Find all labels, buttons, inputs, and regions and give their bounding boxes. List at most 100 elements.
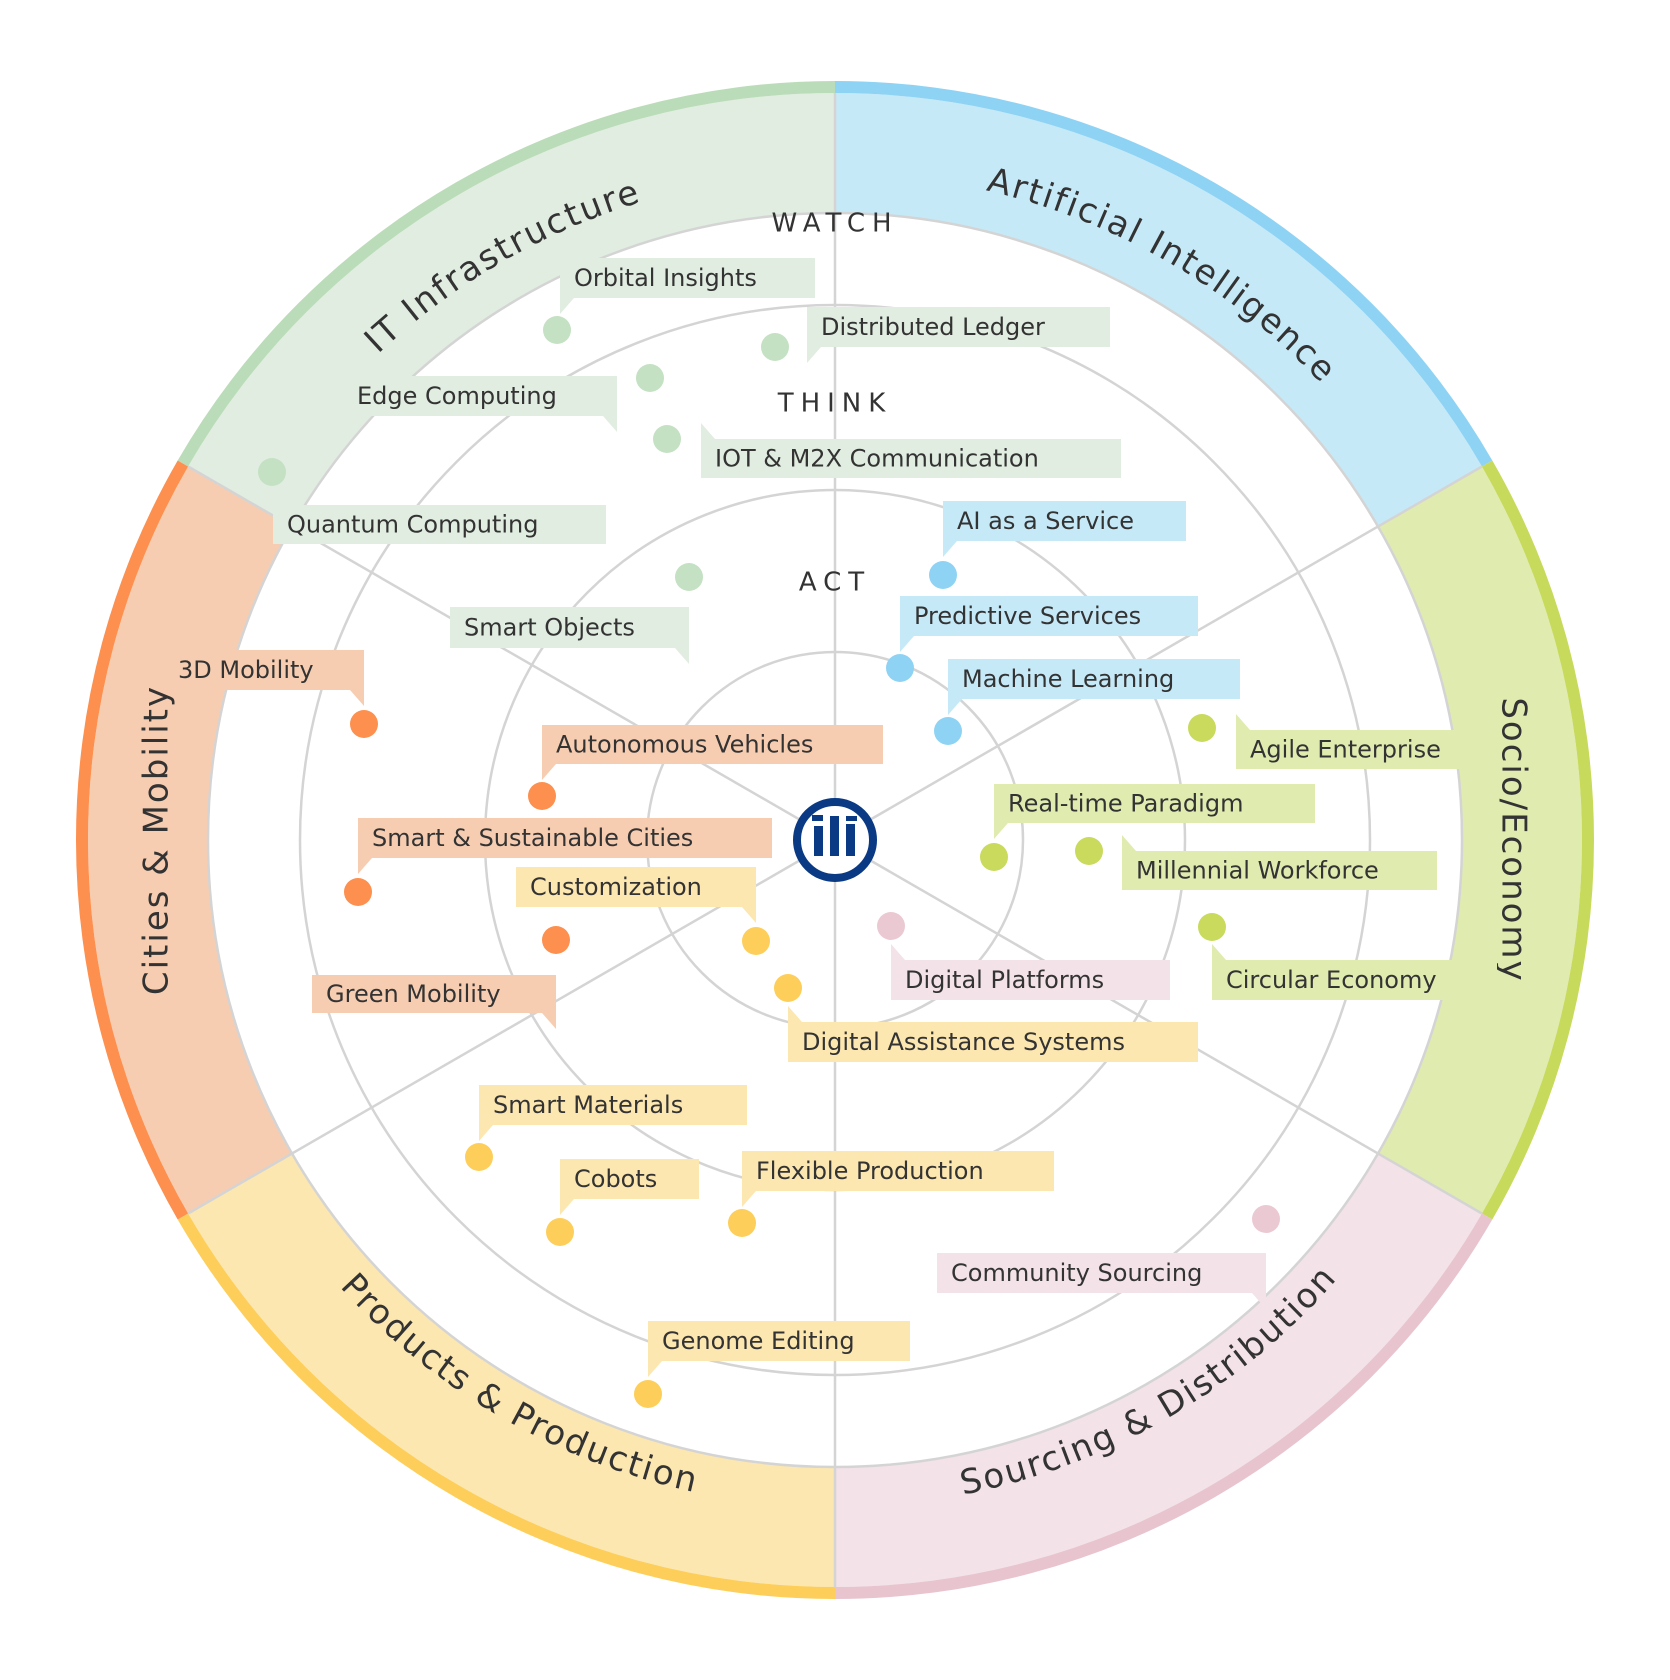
item-label: Digital Assistance Systems bbox=[802, 1028, 1125, 1056]
item-dot[interactable] bbox=[542, 926, 570, 954]
item-tag-pointer bbox=[479, 1125, 493, 1141]
item-dot[interactable] bbox=[1198, 913, 1226, 941]
item-dot[interactable] bbox=[350, 710, 378, 738]
item-label: Community Sourcing bbox=[951, 1259, 1202, 1287]
radar-item[interactable]: Genome Editing bbox=[634, 1321, 910, 1408]
item-tag bbox=[560, 1159, 699, 1199]
item-tag bbox=[900, 596, 1198, 636]
item-label: Autonomous Vehicles bbox=[556, 731, 813, 759]
sector-bands bbox=[75, 81, 1594, 1600]
radar-item[interactable]: Cobots bbox=[546, 1159, 699, 1246]
item-tag-pointer bbox=[948, 699, 962, 715]
item-dot[interactable] bbox=[1075, 837, 1103, 865]
item-tag-pointer bbox=[542, 764, 556, 780]
item-label: Smart Materials bbox=[493, 1091, 683, 1119]
item-dot[interactable] bbox=[543, 316, 571, 344]
item-label: Quantum Computing bbox=[287, 511, 538, 539]
item-dot[interactable] bbox=[465, 1143, 493, 1171]
item-tag-pointer bbox=[807, 347, 821, 363]
item-dot[interactable] bbox=[653, 425, 681, 453]
item-dot[interactable] bbox=[728, 1209, 756, 1237]
radar-item[interactable]: Orbital Insights bbox=[543, 258, 815, 344]
item-label: Genome Editing bbox=[662, 1327, 855, 1355]
sector-band-ai bbox=[835, 93, 1482, 527]
item-tag bbox=[450, 607, 689, 648]
item-tag-pointer bbox=[742, 1191, 756, 1207]
item-label: Distributed Ledger bbox=[821, 313, 1045, 341]
item-dot[interactable] bbox=[877, 912, 905, 940]
item-dot[interactable] bbox=[929, 561, 957, 589]
radar-item[interactable]: Distributed Ledger bbox=[761, 307, 1110, 363]
item-dot[interactable] bbox=[636, 364, 664, 392]
item-tag bbox=[479, 1085, 747, 1125]
item-tag bbox=[1122, 851, 1437, 890]
ring-label-act: ACT bbox=[799, 568, 871, 598]
item-dot[interactable] bbox=[258, 458, 286, 486]
radar-item[interactable]: Predictive Services bbox=[886, 596, 1198, 682]
radar-item[interactable]: Circular Economy bbox=[1198, 913, 1497, 1000]
item-dot[interactable] bbox=[934, 717, 962, 745]
item-tag-pointer bbox=[560, 298, 574, 314]
item-dot[interactable] bbox=[980, 843, 1008, 871]
radar-item[interactable]: Community Sourcing bbox=[937, 1205, 1280, 1309]
item-dot[interactable] bbox=[675, 563, 703, 591]
item-dot[interactable] bbox=[528, 782, 556, 810]
radar-item[interactable]: IOT & M2X Communication bbox=[653, 423, 1121, 478]
item-label: IOT & M2X Communication bbox=[715, 445, 1039, 473]
item-tag bbox=[1212, 960, 1497, 1000]
item-tag-pointer bbox=[358, 858, 372, 874]
item-dot[interactable] bbox=[886, 654, 914, 682]
item-tag-pointer bbox=[900, 636, 914, 652]
item-label: Predictive Services bbox=[914, 602, 1141, 630]
radar-item[interactable]: Flexible Production bbox=[728, 1151, 1054, 1237]
radar-item[interactable]: Edge Computing bbox=[343, 364, 664, 432]
item-dot[interactable] bbox=[546, 1218, 574, 1246]
radar-item[interactable]: 3D Mobility bbox=[164, 650, 378, 738]
item-tag-pointer bbox=[943, 541, 957, 557]
radar-item[interactable]: Green Mobility bbox=[312, 926, 570, 1029]
radar-item[interactable]: Autonomous Vehicles bbox=[528, 725, 883, 810]
radar-item[interactable]: Digital Platforms bbox=[877, 912, 1170, 1000]
radar-item[interactable]: Real-time Paradigm bbox=[980, 784, 1315, 871]
item-tag-pointer bbox=[994, 823, 1008, 839]
item-tag bbox=[948, 659, 1240, 699]
ring-label-think: THINK bbox=[777, 389, 893, 419]
sector-rim-cities bbox=[75, 460, 189, 1220]
item-dot[interactable] bbox=[1252, 1205, 1280, 1233]
item-tag-pointer bbox=[560, 1199, 574, 1215]
item-tag bbox=[742, 1151, 1054, 1191]
spoke-line bbox=[834, 465, 1483, 842]
item-tag bbox=[1236, 730, 1497, 769]
item-tag-pointer bbox=[788, 1006, 802, 1022]
radar-item[interactable]: Millennial Workforce bbox=[1075, 835, 1437, 890]
radar-item[interactable]: AI as a Service bbox=[929, 501, 1186, 589]
radar-item[interactable]: Quantum Computing bbox=[258, 458, 606, 544]
radar-item[interactable]: Smart Objects bbox=[450, 563, 703, 664]
item-tag-pointer bbox=[701, 423, 715, 439]
item-label: Orbital Insights bbox=[574, 264, 757, 292]
item-dot[interactable] bbox=[634, 1380, 662, 1408]
sector-band-it bbox=[188, 93, 835, 527]
radar-item[interactable]: Agile Enterprise bbox=[1188, 714, 1497, 769]
radar-item[interactable]: Digital Assistance Systems bbox=[774, 974, 1198, 1062]
radar-item[interactable]: Smart & Sustainable Cities bbox=[344, 818, 772, 906]
radar-item[interactable]: Smart Materials bbox=[465, 1085, 747, 1171]
item-tag bbox=[542, 725, 883, 764]
item-dot[interactable] bbox=[774, 974, 802, 1002]
item-tag bbox=[701, 439, 1121, 478]
item-tag-pointer bbox=[273, 489, 287, 505]
item-label: Cobots bbox=[574, 1165, 657, 1193]
radar-item[interactable]: Customization bbox=[516, 867, 770, 955]
sector-band-socio bbox=[1377, 466, 1582, 1214]
radar-item[interactable]: Machine Learning bbox=[934, 659, 1240, 745]
item-dot[interactable] bbox=[1188, 714, 1216, 742]
item-tag bbox=[807, 307, 1110, 347]
item-tag bbox=[273, 505, 606, 544]
item-tag bbox=[994, 784, 1315, 823]
sector-band-cities bbox=[87, 466, 293, 1214]
item-dot[interactable] bbox=[761, 333, 789, 361]
item-dot[interactable] bbox=[344, 878, 372, 906]
item-dot[interactable] bbox=[742, 927, 770, 955]
item-tag-pointer bbox=[1122, 835, 1136, 851]
